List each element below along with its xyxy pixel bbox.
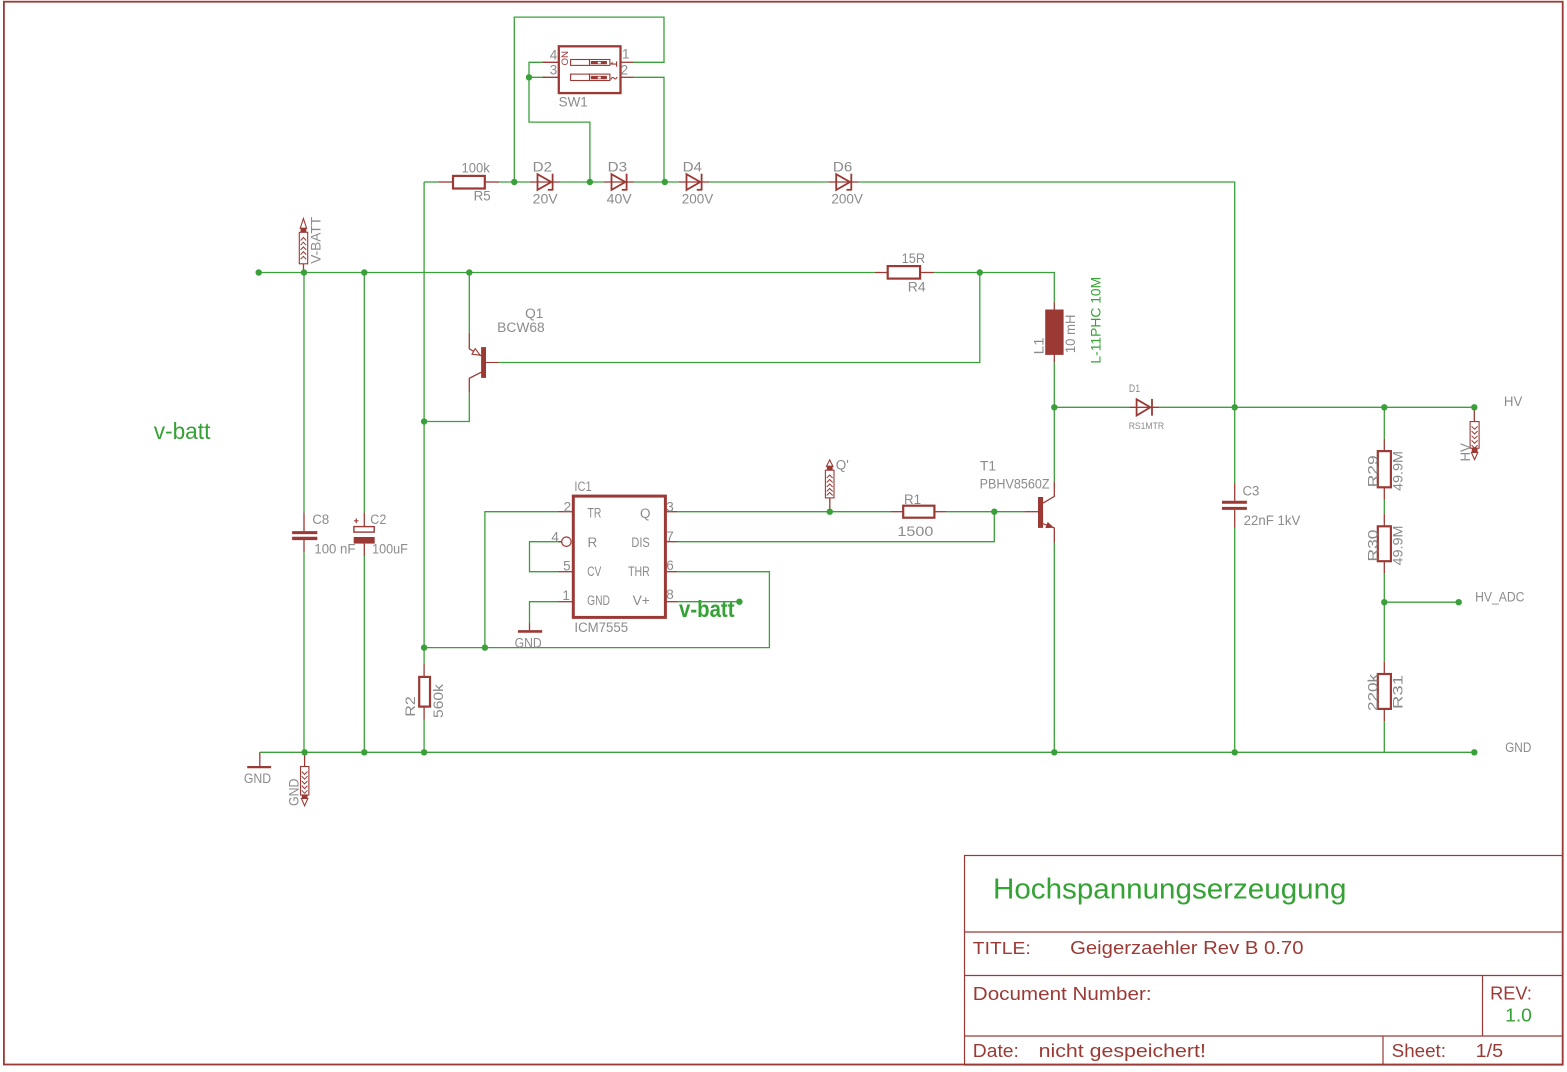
svg-text:v-batt: v-batt [154, 418, 211, 444]
svg-text:L-11PHC 10M: L-11PHC 10M [1088, 277, 1103, 364]
svg-text:v-batt: v-batt [679, 596, 735, 622]
svg-text:HV_ADC: HV_ADC [1475, 590, 1525, 605]
svg-text:100uF: 100uF [372, 542, 408, 557]
svg-text:T1: T1 [980, 459, 996, 474]
svg-text:GND: GND [244, 771, 271, 786]
svg-text:RS1MTR: RS1MTR [1129, 421, 1165, 432]
svg-text:HV: HV [1458, 443, 1473, 461]
svg-text:200V: 200V [682, 192, 714, 207]
svg-text:HV: HV [1504, 394, 1522, 409]
svg-text:THR: THR [628, 564, 650, 579]
svg-text:C8: C8 [312, 512, 329, 527]
svg-text:C2: C2 [370, 512, 386, 527]
svg-text:L1: L1 [1032, 337, 1047, 354]
svg-text:D4: D4 [683, 160, 703, 175]
svg-text:2: 2 [564, 499, 572, 514]
svg-text:100 nF: 100 nF [314, 542, 355, 557]
svg-text:R31: R31 [1391, 675, 1406, 709]
svg-text:BCW68: BCW68 [497, 320, 545, 335]
svg-text:V+: V+ [633, 593, 650, 608]
svg-text:GND: GND [515, 635, 542, 650]
svg-text:6: 6 [666, 558, 674, 573]
svg-text:SW1: SW1 [559, 94, 588, 109]
svg-text:Q': Q' [836, 458, 849, 473]
svg-text:220k: 220k [1365, 674, 1380, 711]
svg-text:ICM7555: ICM7555 [574, 620, 628, 635]
svg-text:1.0: 1.0 [1505, 1004, 1532, 1025]
svg-text:49.9M: 49.9M [1391, 451, 1406, 491]
svg-text:ON: ON [560, 51, 571, 66]
svg-text:20V: 20V [533, 192, 558, 207]
svg-text:R30: R30 [1365, 530, 1380, 562]
svg-text:22nF 1kV: 22nF 1kV [1244, 513, 1301, 528]
svg-text:4: 4 [550, 47, 558, 62]
svg-text:GND: GND [587, 593, 610, 608]
svg-text:TR: TR [588, 506, 602, 521]
svg-text:1: 1 [562, 588, 570, 603]
svg-text:nicht gespeichert!: nicht gespeichert! [1039, 1040, 1206, 1061]
svg-text:CV: CV [587, 564, 601, 579]
svg-text:REV:: REV: [1490, 982, 1532, 1003]
svg-text:D6: D6 [833, 160, 852, 175]
svg-text:Date:: Date: [973, 1040, 1019, 1061]
svg-text:Hochspannungserzeugung: Hochspannungserzeugung [993, 874, 1347, 906]
svg-text:D3: D3 [608, 160, 627, 175]
svg-text:GND: GND [287, 778, 302, 806]
svg-text:R: R [588, 535, 598, 550]
svg-text:3: 3 [550, 63, 558, 78]
svg-text:7: 7 [666, 529, 674, 544]
svg-text:Q1: Q1 [525, 306, 543, 321]
svg-text:GND: GND [1505, 740, 1532, 755]
svg-text:2: 2 [621, 63, 629, 78]
svg-text:D2: D2 [533, 160, 552, 175]
svg-text:560k: 560k [431, 684, 446, 718]
svg-text:R4: R4 [908, 280, 926, 295]
svg-text:200V: 200V [831, 192, 863, 207]
svg-text:1500: 1500 [897, 524, 933, 539]
svg-text:Q: Q [640, 506, 651, 521]
svg-text:R29: R29 [1365, 455, 1380, 487]
svg-text:5: 5 [563, 559, 571, 574]
svg-text:R2: R2 [403, 696, 418, 716]
svg-text:C3: C3 [1243, 483, 1260, 498]
svg-text:1: 1 [622, 47, 630, 62]
svg-text:1/5: 1/5 [1476, 1040, 1504, 1061]
svg-text:PBHV8560Z: PBHV8560Z [980, 477, 1050, 492]
svg-text:Document Number:: Document Number: [973, 983, 1152, 1004]
svg-text:4: 4 [551, 529, 559, 544]
svg-text:40V: 40V [607, 192, 632, 207]
svg-text:100k: 100k [462, 161, 491, 176]
svg-text:R5: R5 [474, 189, 491, 204]
svg-text:V-BATT: V-BATT [309, 217, 324, 264]
svg-text:10 mH: 10 mH [1063, 315, 1078, 354]
svg-text:3: 3 [666, 499, 674, 514]
svg-text:TITLE:: TITLE: [973, 938, 1031, 958]
svg-text:DIS: DIS [631, 535, 649, 550]
svg-text:Geigerzaehler Rev B 0.70: Geigerzaehler Rev B 0.70 [1070, 937, 1303, 958]
svg-text:49.9M: 49.9M [1391, 526, 1406, 566]
svg-text:D1: D1 [1129, 383, 1140, 395]
svg-text:IC1: IC1 [574, 479, 591, 494]
svg-text:15R: 15R [902, 251, 926, 266]
svg-text:8: 8 [666, 587, 674, 602]
svg-text:Sheet:: Sheet: [1392, 1040, 1446, 1061]
svg-text:R1: R1 [904, 492, 921, 507]
